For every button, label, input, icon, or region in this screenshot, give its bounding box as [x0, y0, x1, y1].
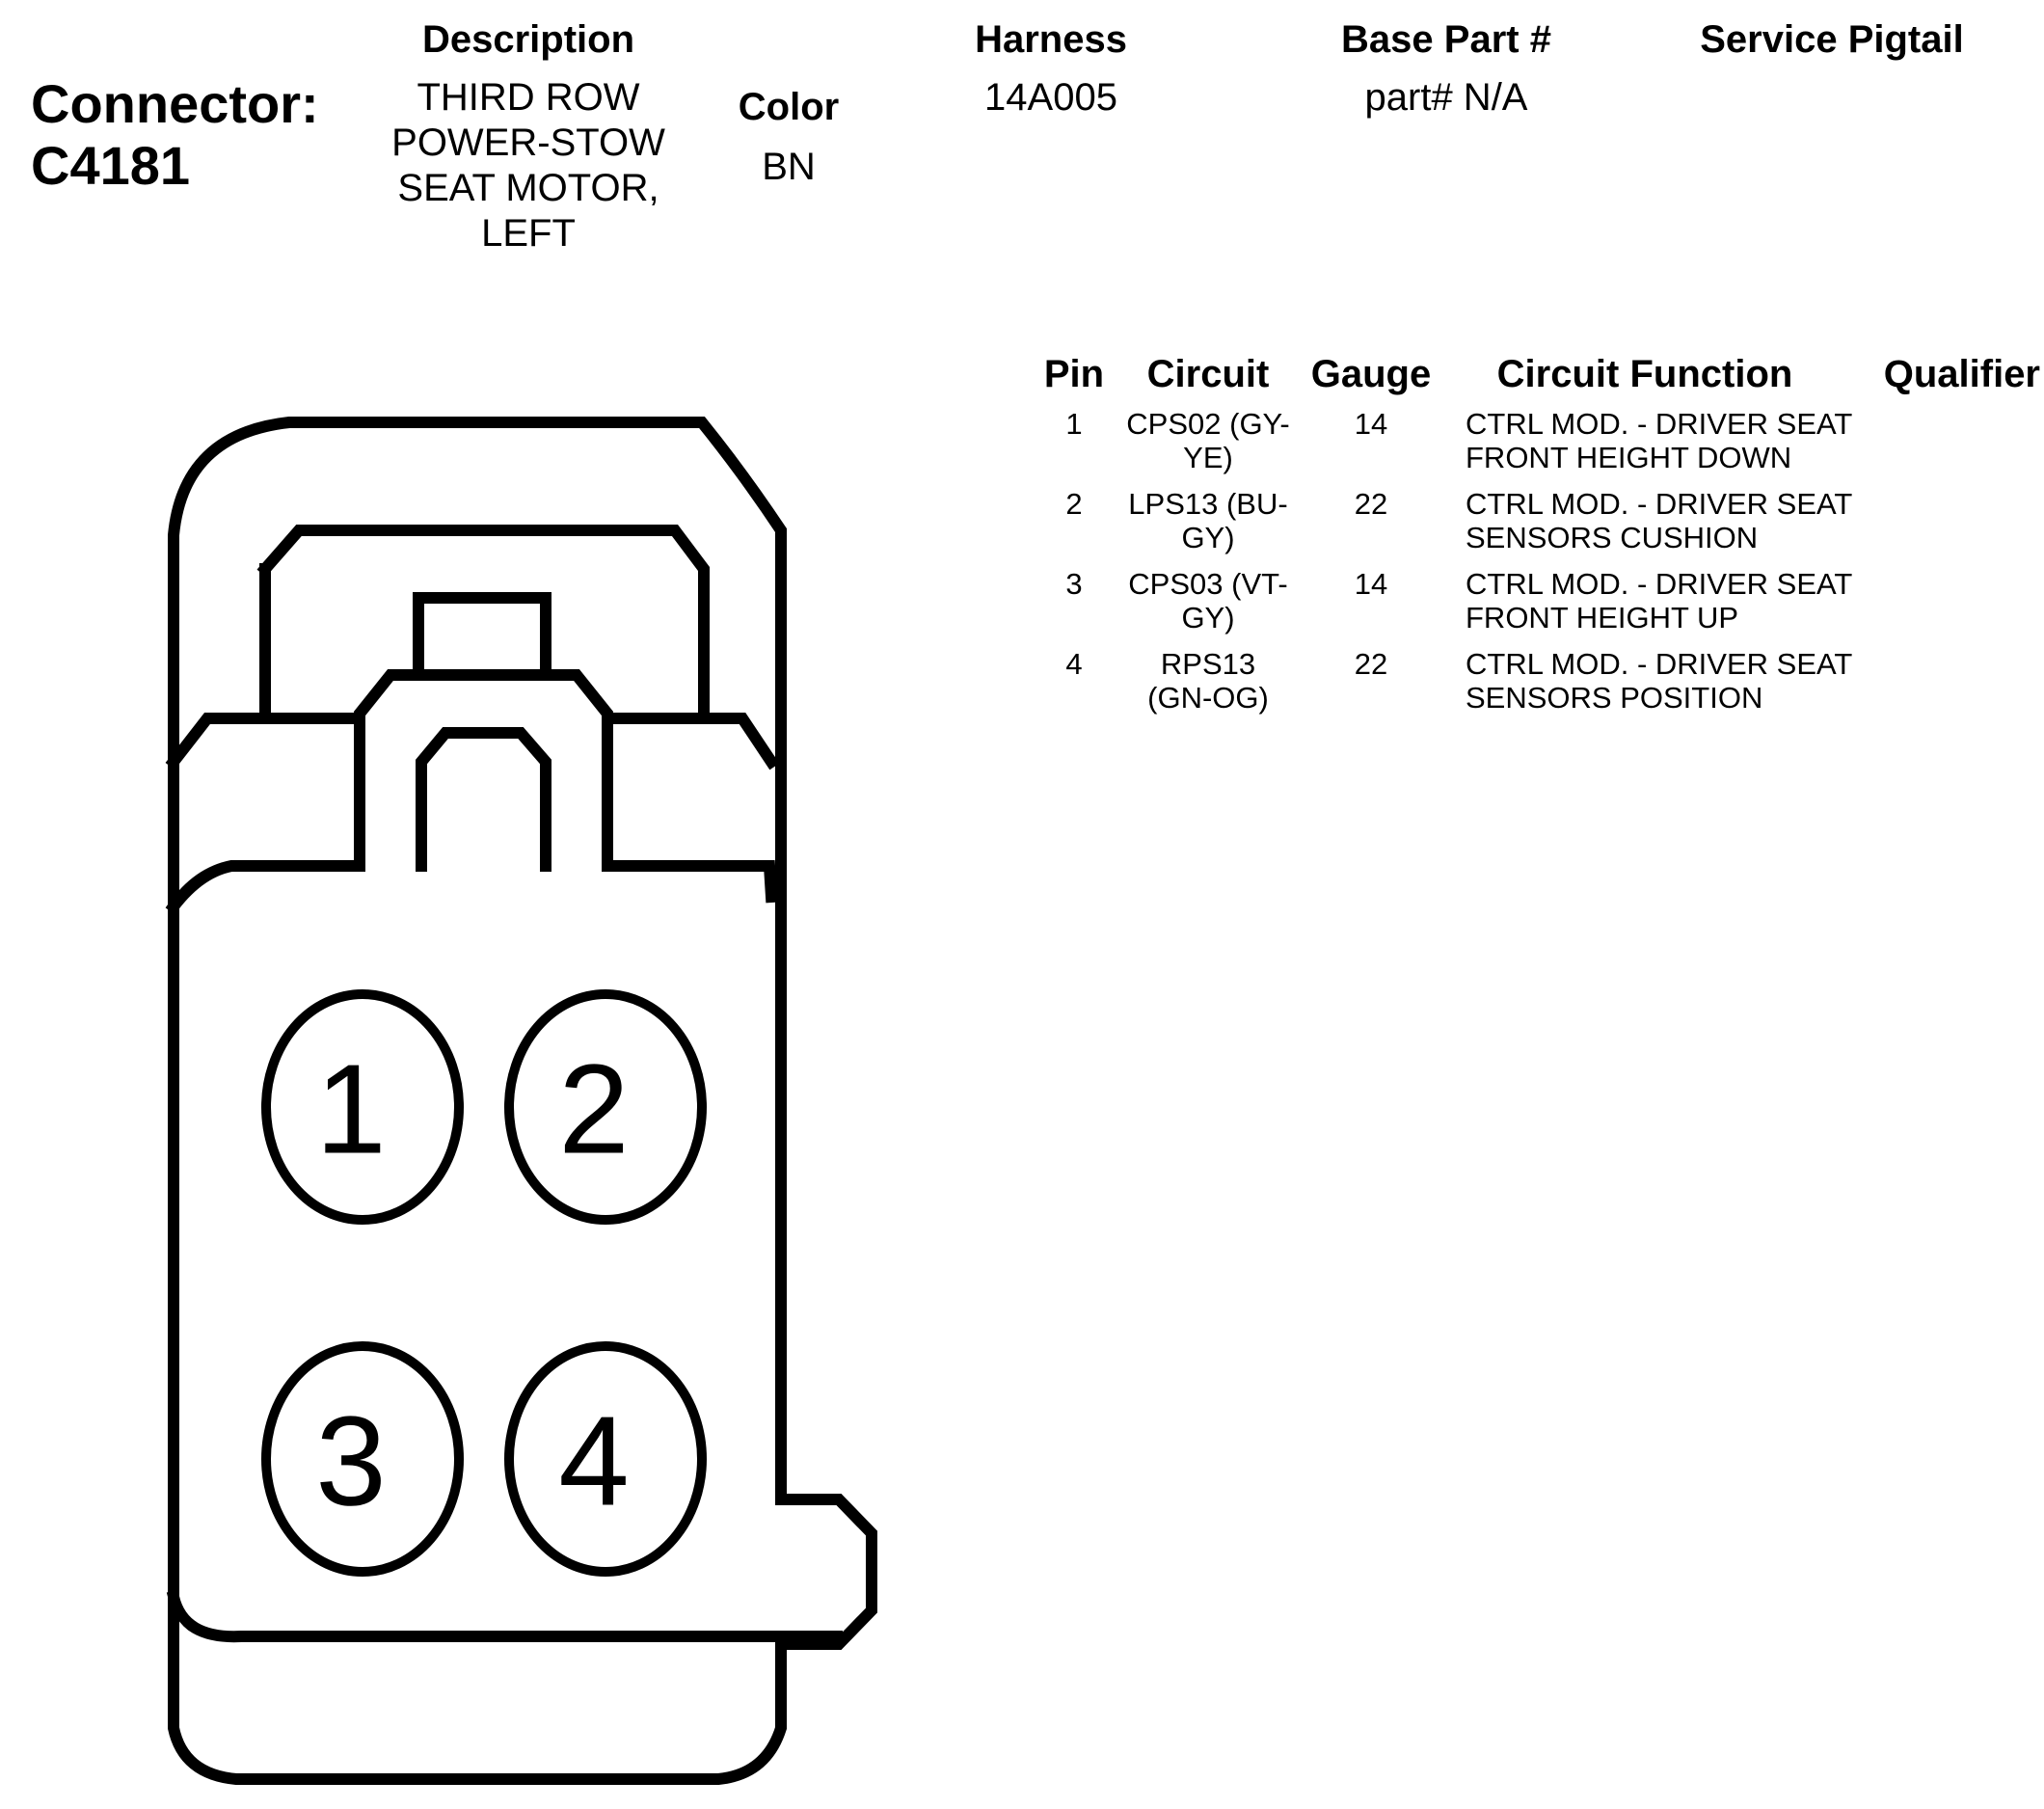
latch-window	[416, 727, 551, 872]
pin-2-cavity	[504, 989, 707, 1225]
table-row: 1 CPS02 (GY- YE) 14 CTRL MOD. - DRIVER S…	[1032, 407, 2040, 487]
housing-lower-divider	[166, 1589, 843, 1643]
connector-label: Connector:	[31, 73, 319, 134]
base-part-value: part# N/A	[1364, 76, 1528, 119]
pin-4-number: 4	[558, 1390, 629, 1532]
description-value: THIRD ROW POWER-STOW SEAT MOTOR, LEFT	[364, 75, 692, 256]
description-line: POWER-STOW	[391, 122, 665, 164]
service-pigtail-header: Service Pigtail	[1700, 18, 1964, 61]
description-line: SEAT MOTOR,	[397, 167, 659, 209]
pin-2-number: 2	[558, 1039, 629, 1180]
qualifier-cell	[1847, 647, 2040, 727]
circuit-line: (GN-OG)	[1147, 681, 1269, 715]
description-line: THIRD ROW	[417, 76, 640, 119]
housing-outline	[168, 417, 877, 1785]
circuit-line: LPS13 (BU-	[1128, 487, 1288, 521]
pin-cell: 4	[1065, 647, 1083, 681]
column-header-circuit: Circuit	[1146, 353, 1270, 395]
function-line: CTRL MOD. - DRIVER SEAT	[1466, 647, 1853, 681]
latch-outer	[354, 669, 778, 904]
pin-cell: 1	[1065, 407, 1083, 441]
table-row: 4 RPS13 (GN-OG) 22 CTRL MOD. - DRIVER SE…	[1032, 647, 2040, 727]
column-header-circuit-function: Circuit Function	[1496, 353, 1793, 395]
qualifier-cell	[1847, 407, 2040, 487]
column-header-qualifier: Qualifier	[1883, 353, 2040, 395]
base-part-header: Base Part #	[1341, 18, 1551, 61]
latch-outer-left	[165, 860, 365, 915]
circuit-cell: RPS13 (GN-OG)	[1116, 647, 1300, 727]
function-line: CTRL MOD. - DRIVER SEAT	[1466, 487, 1853, 521]
circuit-function-cell: CTRL MOD. - DRIVER SEAT FRONT HEIGHT DOW…	[1442, 407, 1853, 487]
color-header: Color	[738, 86, 840, 128]
pin-4-cavity	[504, 1341, 707, 1577]
function-line: CTRL MOD. - DRIVER SEAT	[1466, 407, 1853, 441]
function-line: CTRL MOD. - DRIVER SEAT	[1466, 567, 1853, 601]
circuit-cell: CPS02 (GY- YE)	[1116, 407, 1300, 487]
connector-title: Connector: C4181	[31, 73, 319, 197]
description-header: Description	[421, 18, 635, 61]
pin-3-cavity	[261, 1341, 464, 1577]
table-row: 3 CPS03 (VT- GY) 14 CTRL MOD. - DRIVER S…	[1032, 567, 2040, 647]
circuit-cell: CPS03 (VT- GY)	[1116, 567, 1300, 647]
function-line: FRONT HEIGHT UP	[1466, 601, 1739, 634]
circuit-function-cell: CTRL MOD. - DRIVER SEAT SENSORS POSITION	[1442, 647, 1853, 727]
circuit-line: YE)	[1183, 441, 1233, 474]
table-row: 2 LPS13 (BU- GY) 22 CTRL MOD. - DRIVER S…	[1032, 487, 2040, 567]
gauge-cell: 22	[1354, 647, 1388, 681]
gauge-cell: 14	[1354, 407, 1388, 441]
circuit-line: CPS03 (VT-	[1128, 567, 1288, 601]
circuit-line: GY)	[1181, 521, 1235, 554]
circuit-line: CPS02 (GY-	[1126, 407, 1290, 441]
function-line: SENSORS POSITION	[1466, 681, 1763, 715]
inner-upper-plate	[256, 525, 710, 724]
latch-tab	[413, 592, 551, 681]
column-header-gauge: Gauge	[1310, 353, 1432, 395]
shoulder-line	[165, 713, 780, 770]
pin-table: Pin Circuit Gauge Circuit Function Quali…	[1032, 349, 2040, 727]
circuit-function-cell: CTRL MOD. - DRIVER SEAT FRONT HEIGHT UP	[1442, 567, 1853, 647]
gauge-cell: 22	[1354, 487, 1388, 521]
description-line: LEFT	[481, 212, 576, 255]
pin-cell: 3	[1065, 567, 1083, 601]
harness-value: 14A005	[984, 76, 1117, 119]
pin-table-header-row: Pin Circuit Gauge Circuit Function Quali…	[1032, 349, 2040, 407]
circuit-line: RPS13	[1160, 647, 1256, 681]
pin-3-number: 3	[315, 1390, 386, 1532]
qualifier-cell	[1847, 567, 2040, 647]
function-line: FRONT HEIGHT DOWN	[1466, 441, 1792, 474]
harness-header: Harness	[975, 18, 1127, 61]
column-header-pin: Pin	[1043, 353, 1105, 395]
pin-1-cavity	[261, 989, 464, 1225]
pin-cell: 2	[1065, 487, 1083, 521]
gauge-cell: 14	[1354, 567, 1388, 601]
function-line: SENSORS CUSHION	[1466, 521, 1759, 554]
qualifier-cell	[1847, 487, 2040, 567]
circuit-cell: LPS13 (BU- GY)	[1116, 487, 1300, 567]
pin-1-number: 1	[315, 1039, 386, 1180]
connector-id: C4181	[31, 135, 191, 196]
color-value: BN	[762, 146, 816, 188]
circuit-line: GY)	[1181, 601, 1235, 634]
circuit-function-cell: CTRL MOD. - DRIVER SEAT SENSORS CUSHION	[1442, 487, 1853, 567]
